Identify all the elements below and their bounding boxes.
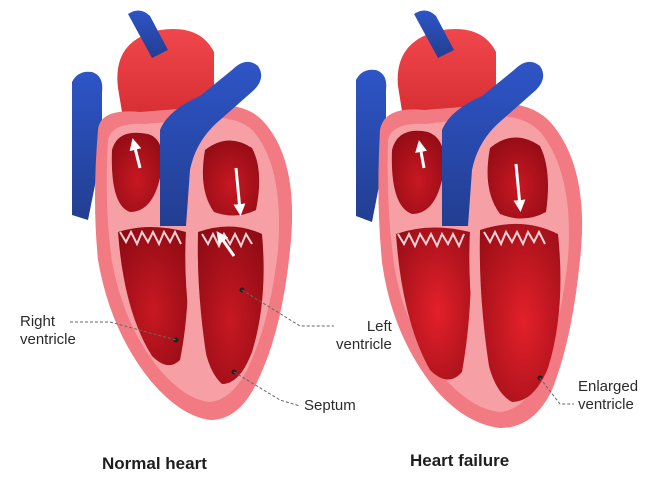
- label-septum: Septum: [304, 397, 356, 415]
- normal-left-atrium: [203, 140, 259, 215]
- failing-heart: [356, 10, 582, 428]
- label-enlarged-ventricle: Enlarged ventricle: [578, 378, 638, 414]
- label-left-ventricle: Left ventricle: [336, 318, 392, 354]
- normal-heart: [70, 10, 334, 420]
- failure-right-ventricle: [396, 227, 471, 379]
- caption-normal-heart: Normal heart: [102, 454, 207, 474]
- label-right-ventricle: Right ventricle: [20, 313, 76, 349]
- caption-heart-failure: Heart failure: [410, 451, 509, 471]
